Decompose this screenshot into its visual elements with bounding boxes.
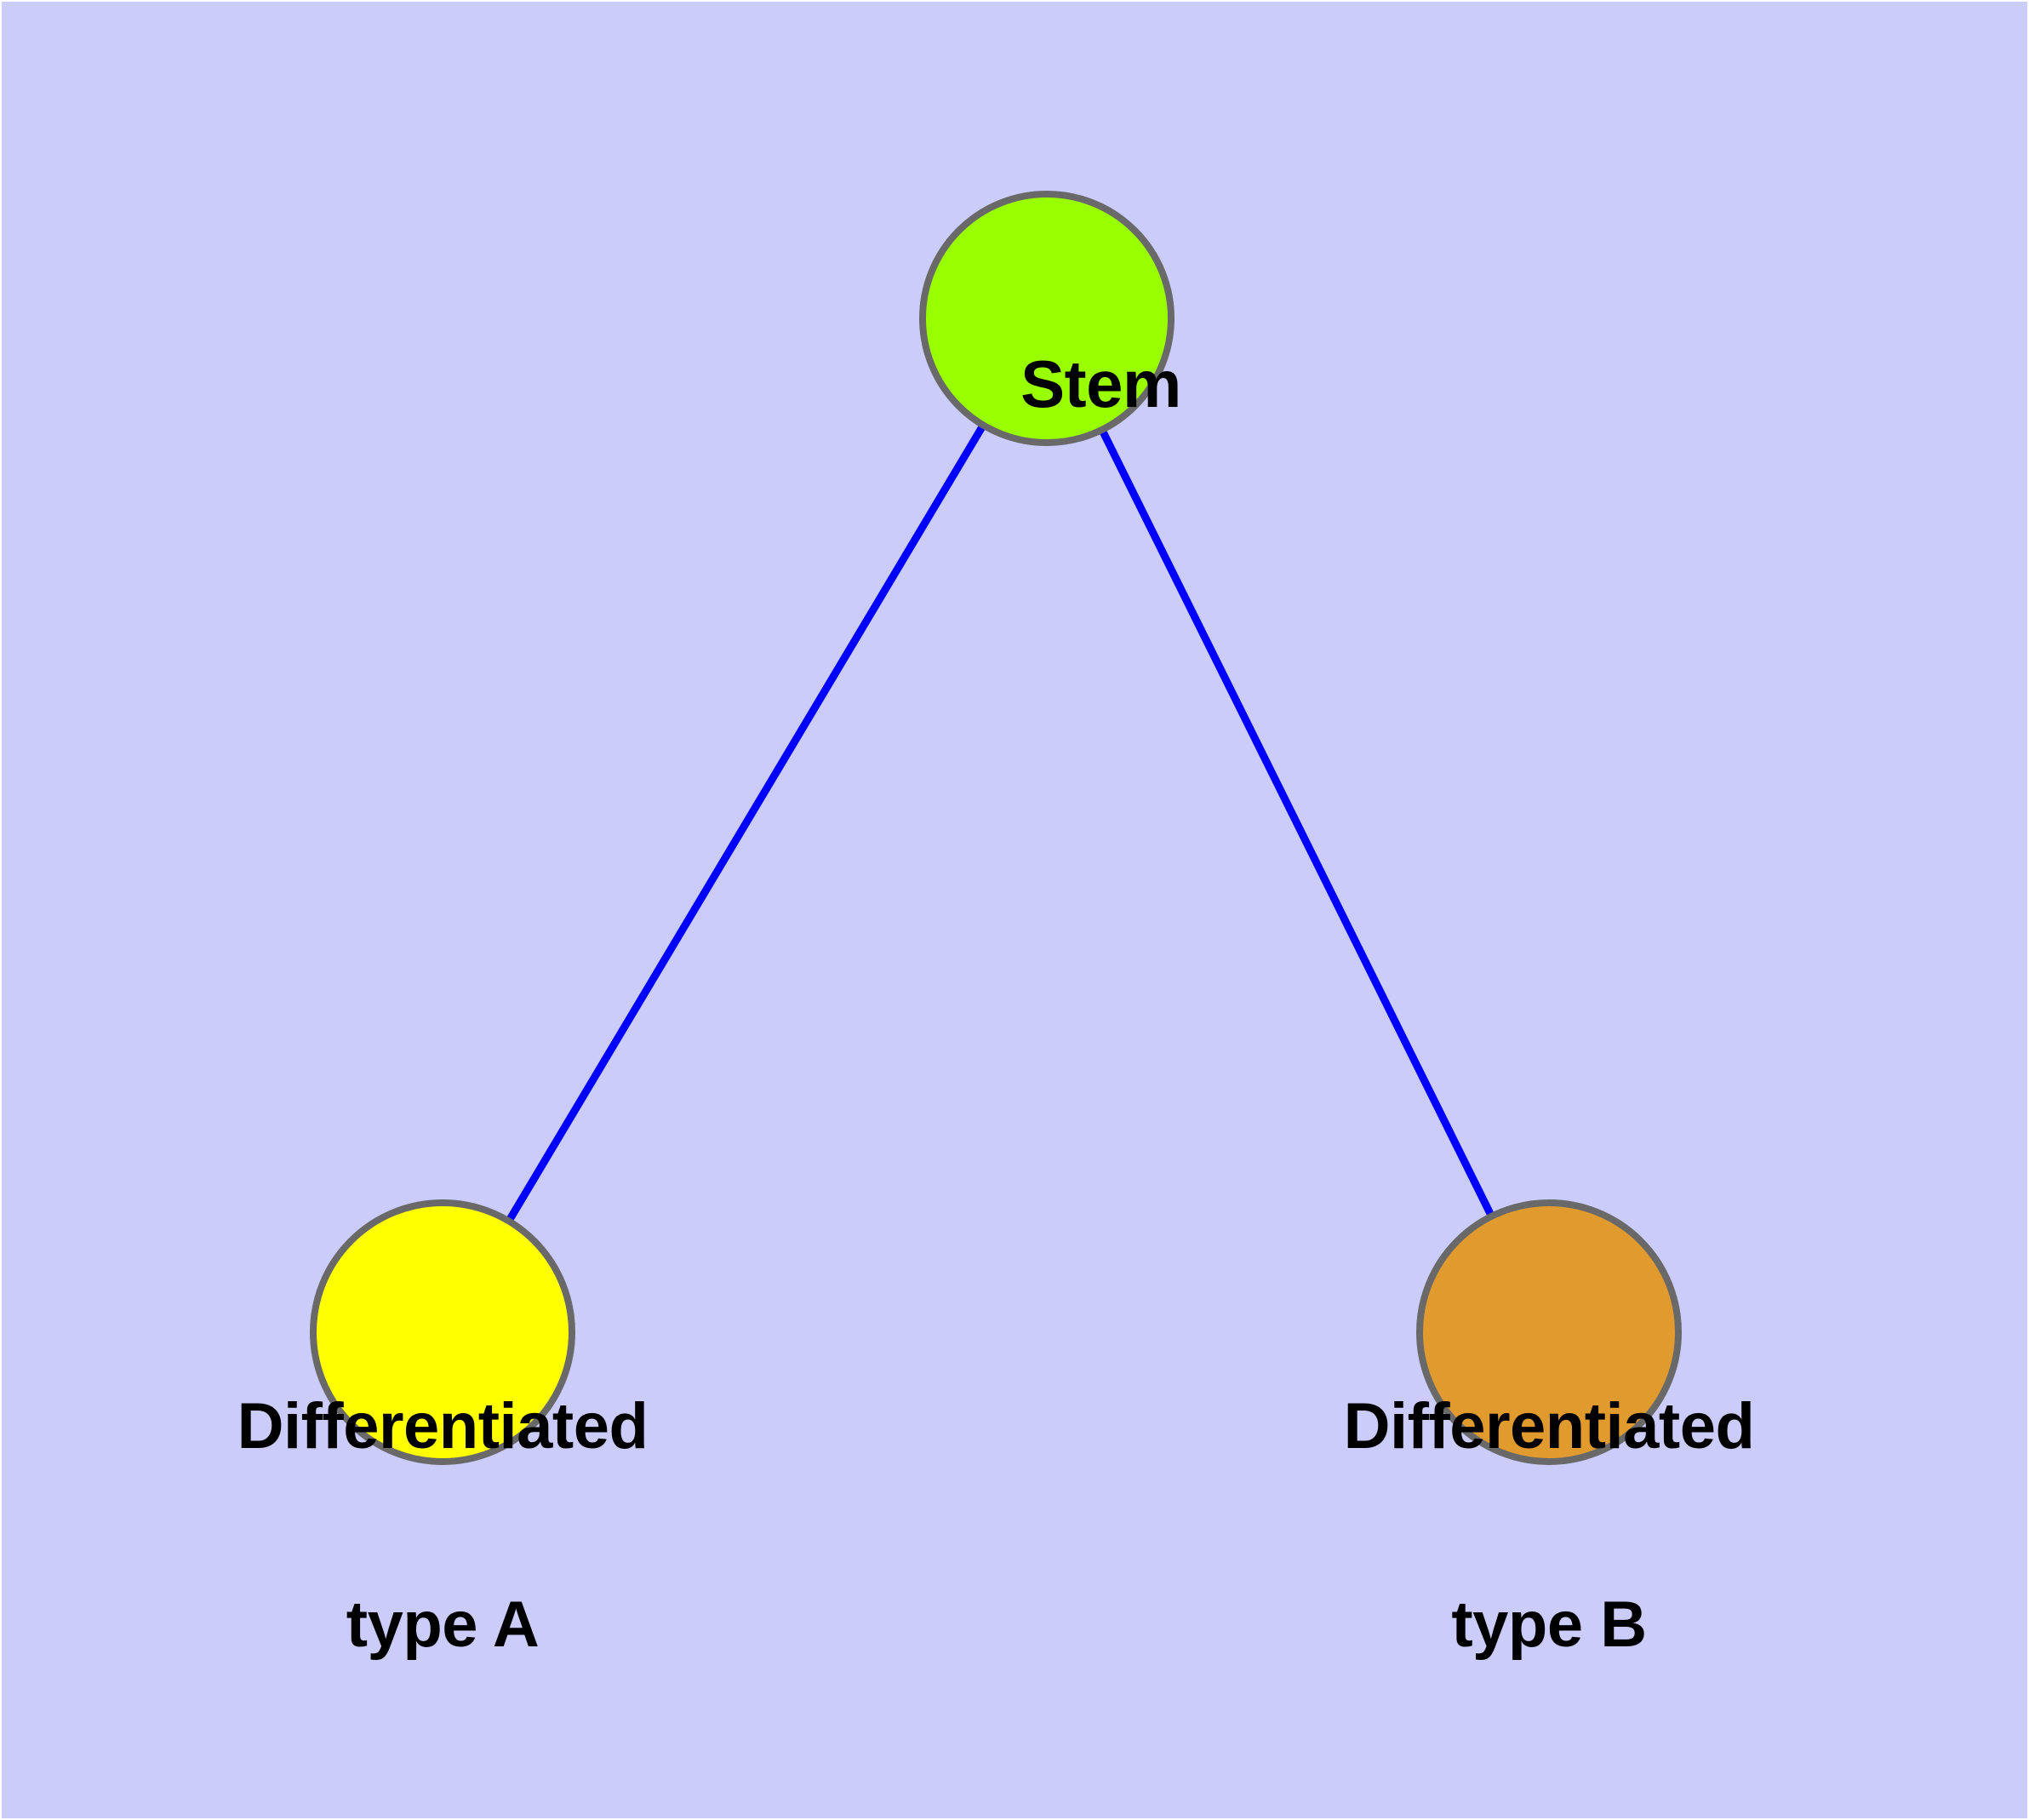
edge-stem-to-differentiated-b	[1043, 317, 1553, 1334]
node-layer	[310, 191, 1682, 1465]
node-differentiated-type-b[interactable]	[1416, 1199, 1682, 1465]
edge-stem-to-differentiated-a	[439, 316, 1050, 1335]
node-differentiated-type-a[interactable]	[310, 1199, 575, 1465]
edge-layer	[439, 316, 1553, 1335]
node-stem[interactable]	[919, 191, 1175, 446]
